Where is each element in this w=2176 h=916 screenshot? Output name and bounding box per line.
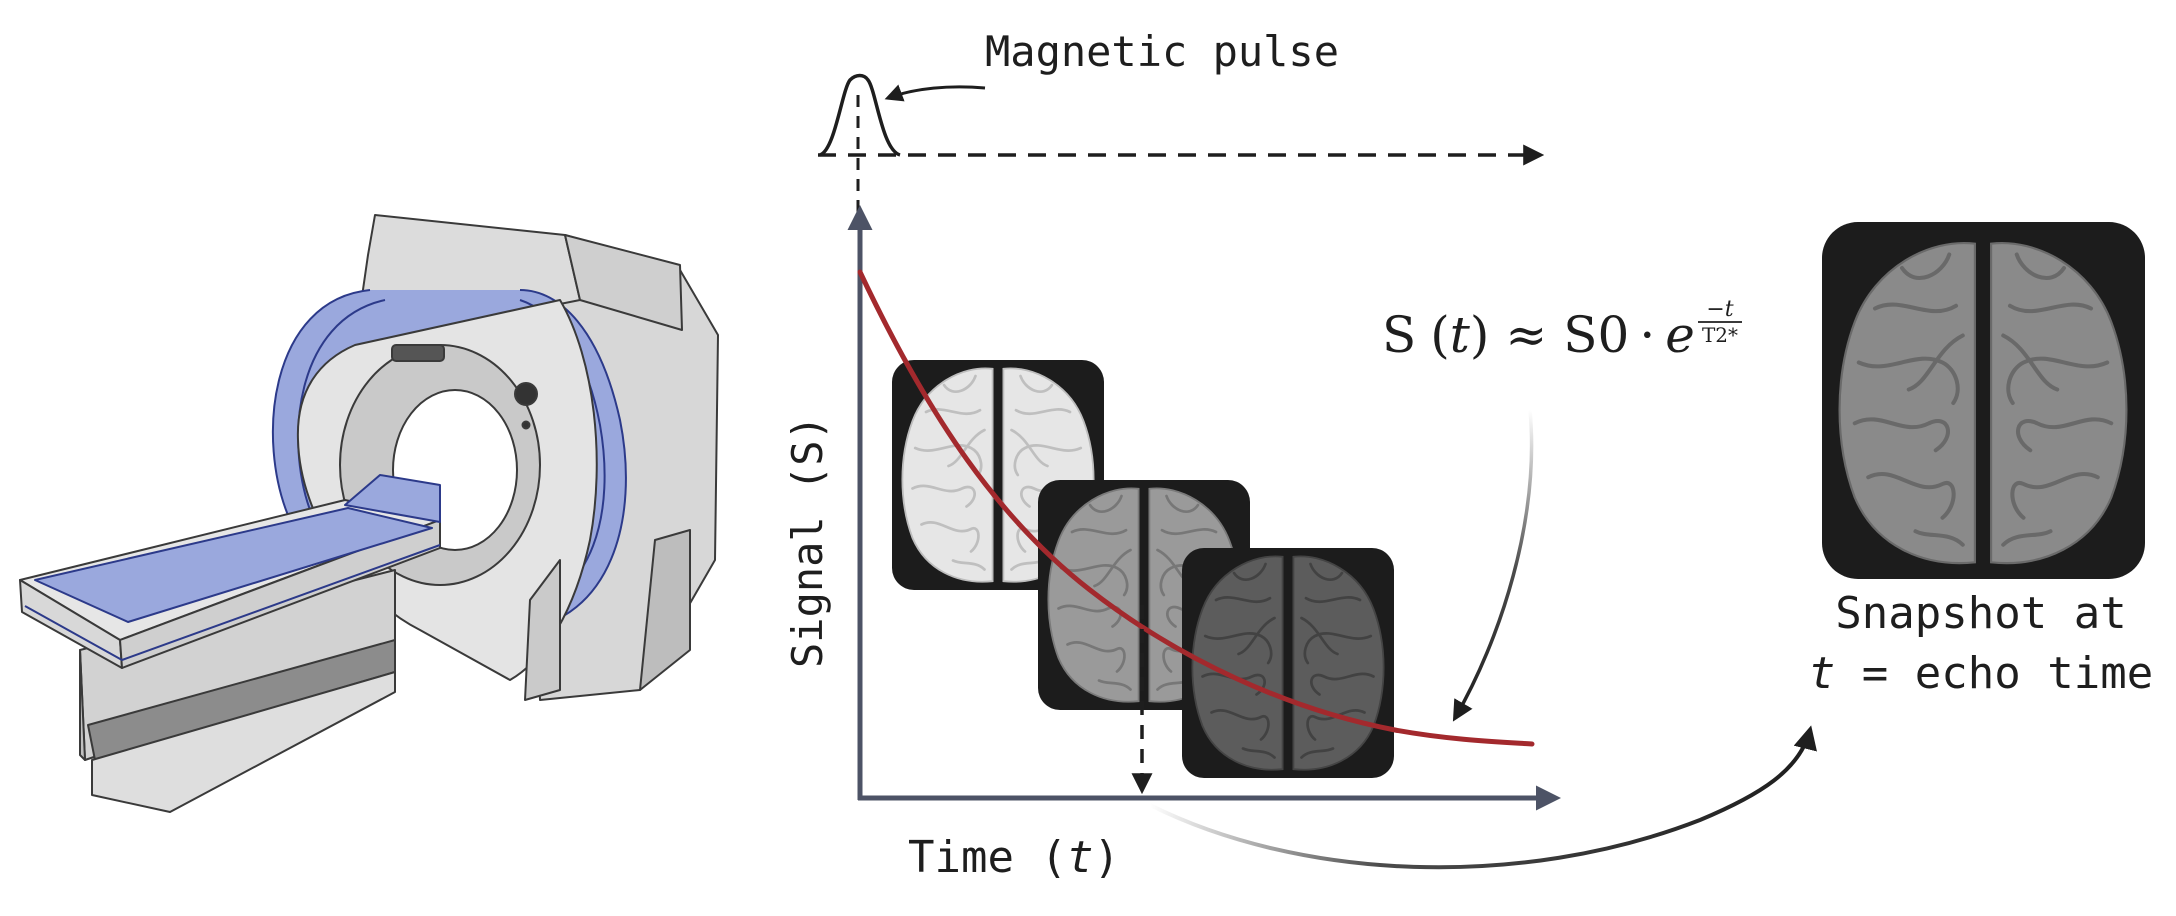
pulse-waveform xyxy=(819,73,901,157)
mri-scanner-icon xyxy=(19,214,719,813)
pulse-timeline: Magnetic pulse xyxy=(818,27,1545,215)
snapshot-label-line1: Snapshot at xyxy=(1835,588,2126,639)
svg-text:S(t)≈S0·e: S(t)≈S0·e xyxy=(1382,306,1695,364)
decay-formula: S(t)≈S0·e −t T2* xyxy=(1382,297,1742,364)
snapshot-arrow xyxy=(1149,725,1817,870)
x-axis-label: Time (t) xyxy=(908,832,1120,883)
decay-curve xyxy=(857,269,1535,747)
axes: Signal (S) Time (t) xyxy=(783,205,1561,883)
svg-text:−t: −t xyxy=(1706,297,1733,322)
brain-scan-icon-late xyxy=(1182,548,1394,778)
pulse-label: Magnetic pulse xyxy=(985,27,1339,76)
formula-arrow xyxy=(1452,409,1534,722)
pulse-callout-arrow xyxy=(884,84,986,102)
y-axis-label: Signal (S) xyxy=(783,415,832,668)
svg-text:T2*: T2* xyxy=(1702,323,1738,347)
brain-scan-icon-snapshot xyxy=(1822,222,2145,579)
snapshot-label-line2: t = echo time xyxy=(1809,648,2153,699)
